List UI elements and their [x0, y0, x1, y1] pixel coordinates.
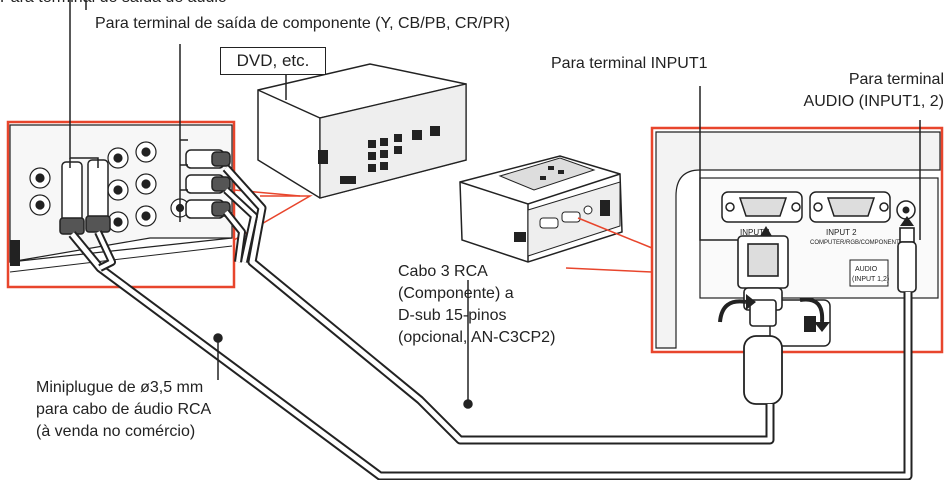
av-device-rear-panel: [6, 120, 236, 289]
audio-output-label: Para terminal de saída de áudio: [0, 0, 227, 8]
audio-input-label-line1: Para terminal: [848, 71, 944, 88]
panel-audio-sublabel: (INPUT 1,2): [852, 276, 889, 283]
cable3rca-label-line2: (Componente) a: [398, 285, 514, 302]
input1-label: Para terminal INPUT1: [551, 55, 708, 72]
panel-input1-label: INPUT 1: [740, 228, 771, 237]
zoom-wedge-projector: [565, 217, 653, 273]
miniplug-label-line3: (à venda no comércio): [36, 423, 196, 440]
projector-rear-panel: INPUT 1 INPUT 2 COMPUTER/RGB/COMPONENT A…: [650, 126, 944, 405]
audio-input-label-line2: AUDIO (INPUT1, 2): [803, 93, 944, 110]
ferrite-core: [743, 335, 783, 405]
miniplug-label-line1: Miniplugue de ø3,5 mm: [36, 379, 204, 396]
audio-leader-line: [69, 0, 99, 168]
panel-audio-label: AUDIO: [855, 266, 878, 273]
panel-input2-sublabel: COMPUTER/RGB/COMPONENT: [810, 240, 900, 246]
component-output-label: Para terminal de saída de componente (Y,…: [95, 15, 511, 32]
dvd-label: DVD, etc.: [220, 47, 326, 75]
miniplug-label-line2: para cabo de áudio RCA: [36, 401, 212, 418]
arrow-icon: [718, 297, 825, 323]
callout-dot: [213, 333, 223, 343]
projector: [459, 155, 623, 263]
cable3rca-label-line3: D-sub 15-pinos: [398, 307, 507, 324]
component-cable: [222, 164, 775, 445]
cable3rca-label-line4: (opcional, AN-C3CP2): [398, 329, 556, 346]
panel-input2-label: INPUT 2: [826, 228, 857, 237]
cable3rca-label-line1: Cabo 3 RCA: [398, 263, 488, 280]
input1-leader-line: [699, 86, 738, 241]
audio-cable: [68, 230, 913, 481]
callout-dot: [463, 399, 473, 409]
dvd-player: [257, 63, 467, 199]
component-leader-line: [179, 44, 188, 222]
